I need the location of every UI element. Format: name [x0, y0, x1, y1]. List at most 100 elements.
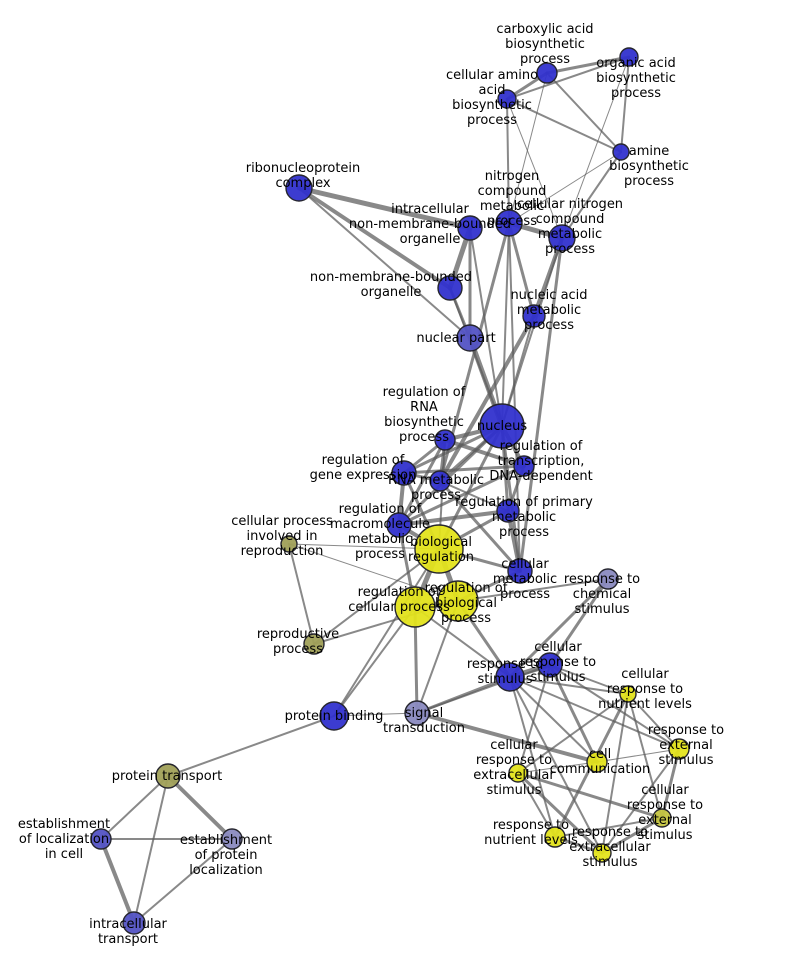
node-amine_biosynthetic_process[interactable] — [612, 143, 630, 161]
edge-regulation_of_transcription_dna_dependent--regulation_of_gene_expression — [402, 464, 526, 475]
edge-cellular_response_to_nutrient_levels--cellular_response_to_external_stimulus — [627, 693, 663, 819]
node-regulation_of_cellular_process[interactable] — [394, 586, 436, 628]
edge-ribonucleoprotein_complex--intracellular_non_membrane_bounded_organelle — [296, 185, 473, 231]
edge-cellular_response_to_nutrient_levels--cellular_response_to_extracellular_stimulus — [517, 693, 629, 774]
edge-response_to_nutrient_levels--cellular_response_to_external_stimulus — [554, 817, 663, 838]
node-reproductive_process[interactable] — [303, 633, 325, 655]
node-cellular_response_to_external_stimulus[interactable] — [652, 808, 672, 828]
node-regulation_of_rna_biosynthetic_process[interactable] — [434, 429, 456, 451]
node-response_to_external_stimulus[interactable] — [668, 738, 690, 760]
edge-cellular_response_to_stimulus--signal_transduction — [416, 664, 551, 714]
edge-protein_transport--establishment_of_protein_localization — [166, 774, 234, 841]
node-regulation_of_macromolecule_metabolic_process[interactable] — [386, 512, 412, 538]
edge-regulation_of_biological_process--response_to_chemical_stimulus — [457, 578, 609, 602]
edge-cellular_process_involved_in_reproduction--regulation_of_biological_process — [288, 543, 459, 602]
node-intracellular_transport[interactable] — [122, 911, 146, 935]
edge-response_to_stimulus--cell_communication — [509, 676, 598, 763]
node-non_membrane_bounded_organelle[interactable] — [437, 275, 463, 301]
node-protein_transport[interactable] — [155, 763, 181, 789]
node-response_to_extracellular_stimulus[interactable] — [592, 843, 612, 863]
node-cell_communication[interactable] — [586, 751, 608, 773]
node-protein_binding[interactable] — [319, 701, 349, 731]
node-regulation_of_gene_expression[interactable] — [391, 460, 417, 486]
node-biological_regulation[interactable] — [414, 524, 464, 574]
edge-response_to_stimulus--cellular_response_to_nutrient_levels — [509, 676, 629, 695]
nodes-layer — [90, 47, 690, 935]
edge-cellular_amino_acid_biosynthetic_process--cellular_nitrogen_compound_metabolic_process — [506, 98, 563, 239]
edge-intracellular_non_membrane_bounded_organelle--nucleus — [469, 227, 503, 427]
node-signal_transduction[interactable] — [404, 700, 430, 726]
node-carboxylic_acid_biosynthetic_process[interactable] — [536, 62, 558, 84]
edge-cellular_response_to_nutrient_levels--response_to_extracellular_stimulus — [601, 693, 629, 854]
node-rna_metabolic_process[interactable] — [429, 470, 451, 492]
edge-regulation_of_transcription_dna_dependent--regulation_of_macromolecule_metabolic_process — [397, 464, 526, 527]
edge-organic_acid_biosynthetic_process--cellular_nitrogen_compound_metabolic_process — [561, 56, 630, 239]
node-regulation_of_transcription_dna_dependent[interactable] — [513, 455, 535, 477]
edge-protein_transport--establishment_of_localization_in_cell — [100, 775, 169, 840]
node-nucleus[interactable] — [479, 403, 525, 449]
node-regulation_of_biological_process[interactable] — [437, 580, 479, 622]
edge-organic_acid_biosynthetic_process--amine_biosynthetic_process — [620, 56, 630, 153]
node-cellular_process_involved_in_reproduction[interactable] — [280, 535, 298, 553]
edge-regulation_of_cellular_process--protein_binding — [333, 606, 416, 717]
edge-amine_biosynthetic_process--nitrogen_compound_metabolic_process — [508, 151, 622, 224]
node-response_to_stimulus[interactable] — [495, 662, 525, 692]
node-response_to_chemical_stimulus[interactable] — [597, 568, 619, 590]
node-establishment_of_protein_localization[interactable] — [221, 828, 243, 850]
edge-response_to_stimulus--response_to_nutrient_levels — [509, 676, 556, 838]
edge-cellular_response_to_extracellular_stimulus--response_to_nutrient_levels — [517, 772, 556, 838]
node-cellular_metabolic_process[interactable] — [507, 558, 533, 584]
edge-cellular_response_to_extracellular_stimulus--cellular_response_to_external_stimulus — [516, 771, 664, 820]
edge-response_to_stimulus--response_to_extracellular_stimulus — [509, 676, 603, 854]
node-organic_acid_biosynthetic_process[interactable] — [619, 47, 639, 67]
node-nuclear_part[interactable] — [456, 324, 484, 352]
node-ribonucleoprotein_complex[interactable] — [285, 174, 313, 202]
node-response_to_nutrient_levels[interactable] — [544, 826, 566, 848]
edge-establishment_of_localization_in_cell--intracellular_transport — [99, 837, 136, 925]
node-cellular_nitrogen_compound_metabolic_process[interactable] — [548, 224, 576, 252]
node-nucleic_acid_metabolic_process[interactable] — [522, 304, 546, 328]
node-label-nuclear_part: nuclear part — [416, 331, 495, 346]
edge-establishment_of_protein_localization--intracellular_transport — [133, 838, 233, 924]
node-establishment_of_localization_in_cell[interactable] — [90, 828, 112, 850]
node-nitrogen_compound_metabolic_process[interactable] — [495, 209, 523, 237]
node-cellular_response_to_nutrient_levels[interactable] — [619, 685, 637, 703]
edge-amine_biosynthetic_process--cellular_nitrogen_compound_metabolic_process — [561, 151, 622, 239]
edge-cellular_response_to_extracellular_stimulus--cell_communication — [517, 761, 598, 774]
node-cellular_response_to_stimulus[interactable] — [537, 652, 563, 678]
node-intracellular_non_membrane_bounded_organelle[interactable] — [457, 215, 483, 241]
edge-response_to_external_stimulus--cell_communication — [596, 748, 680, 763]
edge-nucleus--regulation_of_macromolecule_metabolic_process — [397, 424, 504, 527]
edge-cellular_process_involved_in_reproduction--biological_regulation — [288, 543, 440, 550]
edge-cellular_amino_acid_biosynthetic_process--nitrogen_compound_metabolic_process — [506, 98, 510, 224]
node-regulation_of_primary_metabolic_process[interactable] — [496, 499, 520, 523]
node-cellular_response_to_extracellular_stimulus[interactable] — [508, 763, 528, 783]
edge-cellular_amino_acid_biosynthetic_process--amine_biosynthetic_process — [506, 98, 622, 153]
edge-cellular_response_to_stimulus--cellular_response_to_nutrient_levels — [549, 664, 629, 695]
node-cellular_amino_acid_biosynthetic_process[interactable] — [497, 89, 517, 109]
edge-cellular_response_to_extracellular_stimulus--response_to_extracellular_stimulus — [516, 771, 604, 855]
